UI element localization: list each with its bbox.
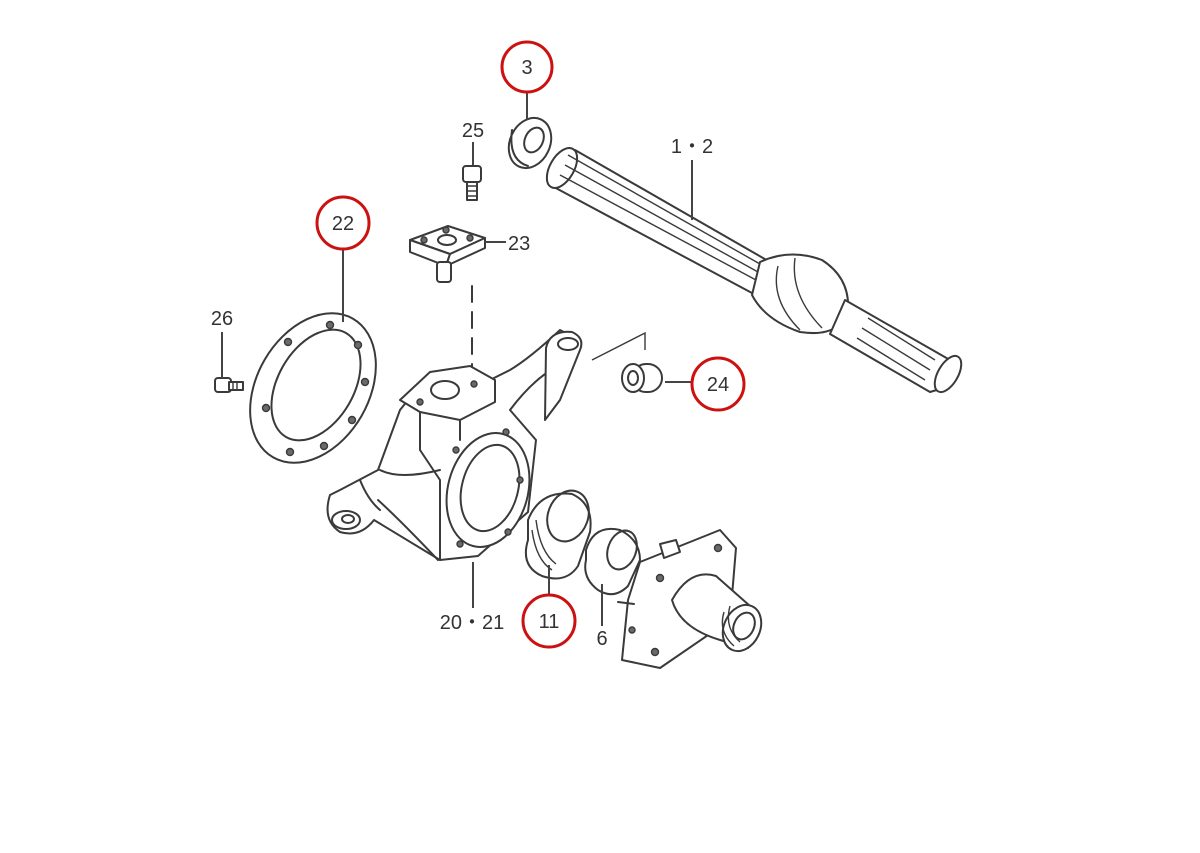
bolt-side — [214, 377, 244, 393]
oil-seal — [507, 116, 553, 170]
label-part-22: 22 — [332, 213, 354, 235]
gasket-ring — [249, 312, 377, 464]
axle-shaft — [545, 147, 963, 394]
label-part-1-2: 1・2 — [671, 136, 713, 158]
highlight-circle-24 — [690, 356, 746, 412]
label-part-23: 23 — [508, 233, 530, 255]
bearing — [621, 363, 663, 393]
label-part-11: 11 — [539, 611, 560, 633]
label-part-26: 26 — [211, 308, 233, 330]
steering-knuckle — [326, 329, 583, 561]
label-part-3: 3 — [521, 57, 532, 79]
label-part-24: 24 — [707, 374, 729, 396]
label-part-20-21: 20・21 — [440, 612, 505, 634]
highlight-circle-3 — [500, 40, 554, 94]
kingpin-plate — [409, 225, 486, 283]
spindle — [617, 529, 763, 669]
bolt-top — [462, 165, 482, 201]
bushing — [584, 528, 641, 596]
label-part-6: 6 — [596, 628, 607, 650]
label-part-25: 25 — [462, 120, 484, 142]
ring-seal — [524, 489, 592, 580]
highlight-circle-11 — [521, 593, 577, 649]
highlight-circle-22 — [315, 195, 371, 251]
